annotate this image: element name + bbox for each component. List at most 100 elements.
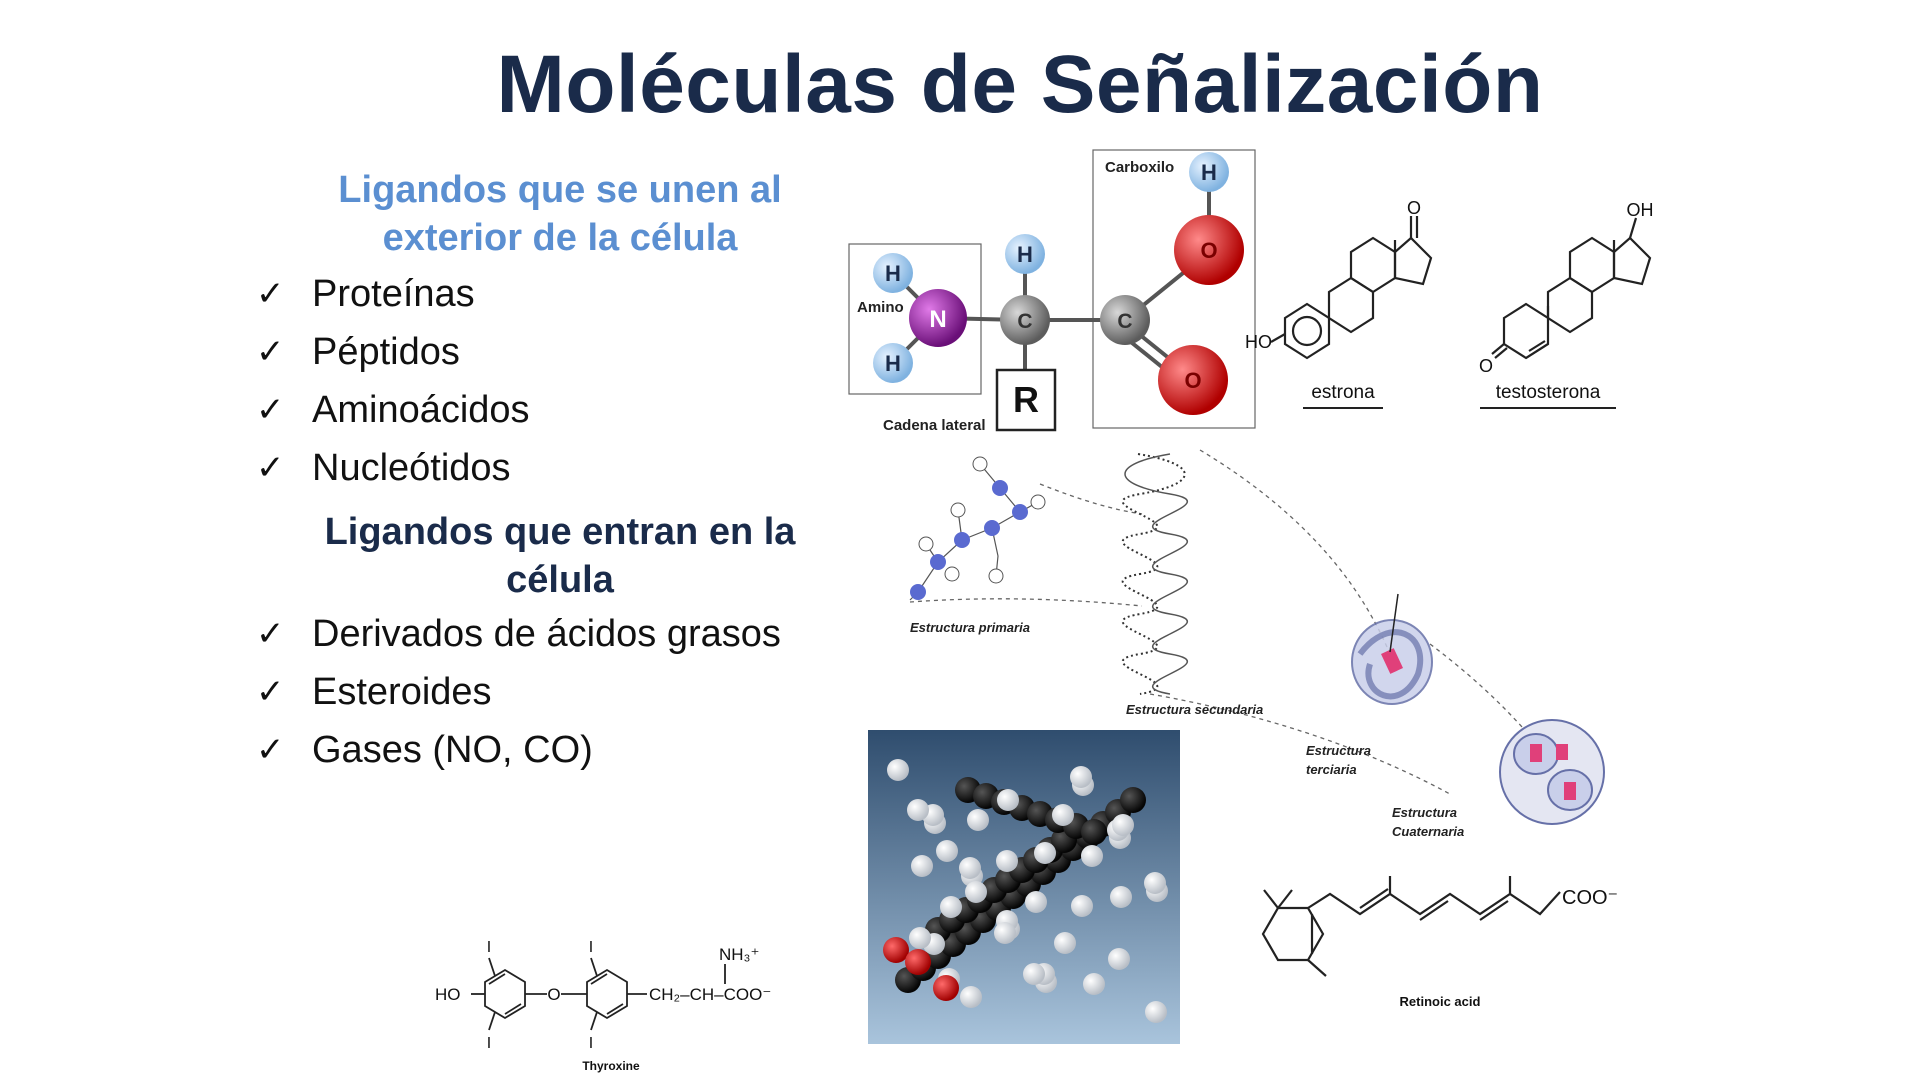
list-item-label: Derivados de ácidos grasos: [312, 612, 781, 655]
list-item-label: Proteínas: [312, 272, 475, 315]
hydrogen-sphere: [996, 850, 1018, 872]
amino-acid-diagram: Amino Carboxilo Cadena lateral H H N H C…: [848, 149, 1256, 434]
carbon-atom: C: [1100, 295, 1150, 345]
svg-text:O: O: [1479, 356, 1493, 376]
hydrogen-sphere: [967, 809, 989, 831]
svg-text:OH: OH: [1627, 200, 1654, 220]
hydrogen-sphere: [959, 857, 981, 879]
oxygen-sphere: [933, 975, 959, 1001]
hydrogen-sphere: [909, 927, 931, 949]
hydrogen-sphere: [1070, 766, 1092, 788]
check-icon: ✓: [256, 274, 285, 314]
hydrogen-sphere: [1052, 804, 1074, 826]
svg-text:O: O: [1200, 238, 1217, 263]
hydrogen-sphere: [1112, 814, 1134, 836]
svg-text:O: O: [1407, 198, 1421, 218]
quaternary-structure-label-1: Estructura: [1392, 805, 1457, 820]
svg-text:C: C: [1117, 310, 1132, 333]
hydrogen-sphere: [911, 855, 933, 877]
carbon-sphere: [1081, 819, 1107, 845]
list-item: ✓ Gases (NO, CO): [256, 721, 781, 779]
retinoic-acid-structure: COO⁻ Retinoic acid: [1261, 876, 1618, 1009]
hydrogen-sphere: [1054, 932, 1076, 954]
carboxyl-label: Carboxilo: [1105, 159, 1174, 176]
hydrogen-sphere: [1025, 891, 1047, 913]
list-item: ✓Esteroides: [256, 663, 781, 721]
heading-exterior-ligands: Ligandos que se unen al exterior de la c…: [338, 169, 782, 259]
oxygen-sphere: [883, 937, 909, 963]
secondary-structure-label: Estructura secundaria: [1126, 702, 1263, 717]
svg-text:O: O: [547, 985, 560, 1004]
list-item: ✓ Derivados de ácidos grasos: [256, 605, 781, 663]
hydrogen-sphere: [936, 840, 958, 862]
hydrogen-sphere: [1023, 963, 1045, 985]
check-icon: ✓: [256, 390, 285, 430]
testosterona-label: testosterona: [1496, 382, 1601, 403]
svg-text:HO: HO: [1245, 332, 1272, 352]
svg-text:HO: HO: [435, 985, 461, 1004]
check-icon: ✓: [256, 448, 285, 488]
atom-cluster: [883, 759, 1168, 1023]
list-item: ✓ Nucleótidos: [256, 439, 530, 497]
check-icon: ✓: [256, 672, 285, 712]
svg-text:NH₃⁺: NH₃⁺: [719, 945, 759, 964]
list-item-label: Aminoácidos: [312, 388, 530, 431]
hydrogen-sphere: [1034, 842, 1056, 864]
estrone-structure: O HO estrona: [1245, 198, 1433, 409]
oxygen-sphere: [905, 949, 931, 975]
estrona-label: estrona: [1311, 382, 1375, 403]
hydrogen-atom: H: [1005, 234, 1045, 274]
quaternary-structure-label-2: Cuaternaria: [1392, 824, 1464, 839]
svg-text:I: I: [487, 1035, 491, 1052]
primary-structure-atoms: [910, 456, 1046, 600]
list-item-label: Gases (NO, CO): [312, 728, 593, 771]
check-icon: ✓: [256, 730, 285, 770]
tertiary-structure-label-2: terciaria: [1306, 762, 1357, 777]
svg-text:COO⁻: COO⁻: [1562, 887, 1618, 909]
check-icon: ✓: [256, 332, 285, 372]
amino-label: Amino: [857, 299, 904, 316]
hydrogen-sphere: [994, 922, 1016, 944]
list-item-label: Péptidos: [312, 330, 460, 373]
tertiary-structure: [1351, 593, 1433, 705]
hydrogen-atom: H: [873, 253, 913, 293]
secondary-structure-helix: [1121, 453, 1188, 695]
svg-text:H: H: [885, 351, 901, 376]
hydrogen-sphere: [940, 896, 962, 918]
svg-text:I: I: [589, 1035, 593, 1052]
quaternary-structure: [1499, 719, 1605, 825]
retinoic-acid-label: Retinoic acid: [1400, 994, 1481, 1009]
primary-structure-label: Estructura primaria: [910, 620, 1030, 635]
check-icon: ✓: [256, 614, 285, 654]
list-exterior-ligands: ✓ Proteínas ✓ Péptidos ✓ Aminoácidos ✓ Nucle…: [256, 265, 530, 497]
hydrogen-sphere: [960, 986, 982, 1008]
list-interior-ligands: ✓Derivados de ácidos grasos ✓Esteroides …: [256, 605, 781, 779]
carboxyl-group-box: [1092, 149, 1256, 429]
svg-text:H: H: [1017, 242, 1033, 267]
svg-text:CH₂–CH–COO⁻: CH₂–CH–COO⁻: [649, 985, 771, 1004]
carbon-sphere: [1120, 787, 1146, 813]
svg-text:N: N: [929, 306, 946, 333]
thyroxine-structure: HO O I I I I CH₂–CH–COO⁻ NH₃⁺ Thyroxine: [435, 939, 771, 1073]
list-item: ✓ Proteínas: [256, 265, 530, 323]
svg-text:I: I: [487, 939, 491, 956]
hydrogen-sphere: [1110, 886, 1132, 908]
oxygen-atom: O: [1174, 215, 1244, 285]
svg-text:C: C: [1017, 310, 1032, 333]
list-item-label: Nucleótidos: [312, 446, 511, 489]
carbon-atom: C: [1000, 295, 1050, 345]
hydrogen-sphere: [1108, 948, 1130, 970]
nitrogen-atom: N: [909, 289, 967, 347]
hydrogen-sphere: [1144, 872, 1166, 894]
hydrogen-sphere: [887, 759, 909, 781]
svg-text:H: H: [1201, 160, 1217, 185]
hydrogen-atom: H: [1189, 152, 1229, 192]
hydrogen-atom: H: [873, 343, 913, 383]
list-item: ✓ Péptidos: [256, 323, 530, 381]
svg-text:I: I: [589, 939, 593, 956]
slide-title: Moléculas de Señalización: [496, 39, 1544, 130]
testosterone-structure: OH O testosterona: [1479, 200, 1654, 409]
svg-text:R: R: [1013, 379, 1039, 420]
hydrogen-sphere: [1071, 895, 1093, 917]
hydrogen-sphere: [997, 789, 1019, 811]
